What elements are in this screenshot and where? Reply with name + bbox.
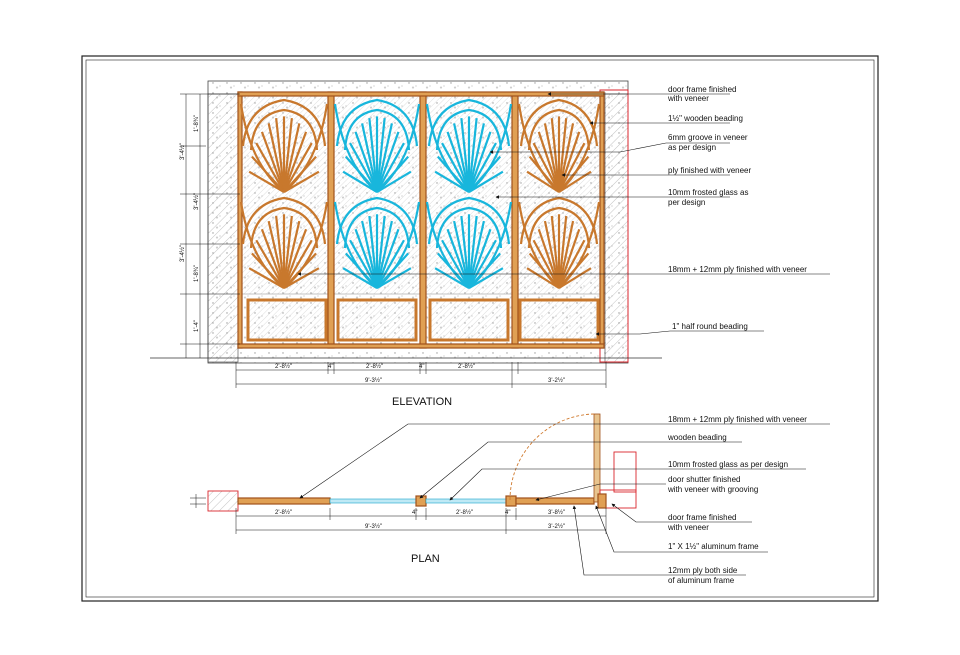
side-dim-1: 3'-4½" bbox=[179, 143, 186, 160]
sheet-border-inner bbox=[85, 59, 875, 598]
elevation-side-dimensions: 3'-4½" 1'-8¾" 3'-4½" 3'-4½" 1'-8¾" 1'-4" bbox=[179, 93, 240, 358]
plan-note-shutter-1: door shutter finished bbox=[668, 475, 741, 484]
elev-note-frame-1: door frame finished bbox=[668, 85, 736, 94]
plan-note-frame-1: door frame finished bbox=[668, 513, 736, 522]
side-dim-3: 3'-4½" bbox=[193, 193, 200, 210]
plan-dim-total: 9'-3½" bbox=[365, 523, 382, 530]
elev-dim-1: 2'-8½" bbox=[275, 363, 292, 370]
fan-panel-3-row-1 bbox=[425, 98, 513, 193]
elev-note-half-round: 1" half round beading bbox=[672, 322, 748, 331]
fan-panel-3-row-2 bbox=[425, 196, 513, 289]
plan-dim-2: 4" bbox=[412, 510, 417, 516]
elev-note-glass-1: 10mm frosted glass as bbox=[668, 188, 748, 197]
plan-title: PLAN bbox=[411, 553, 440, 565]
fan-panel-4-row-2 bbox=[517, 196, 601, 289]
right-wall-hatch bbox=[604, 93, 629, 363]
plan-note-glass: 10mm frosted glass as per design bbox=[668, 460, 788, 469]
elev-note-groove-1: 6mm groove in veneer bbox=[668, 133, 748, 142]
elev-note-glass-2: per design bbox=[668, 198, 705, 207]
plan-dimensions: 2'-8½" 4" 2'-8½" 4" 3'-8½" 9'-3½" 3'-2½" bbox=[235, 508, 607, 534]
elevation-dimensions: 2'-8½" 4" 2'-8½" 4" 2'-8½" 9'-3½" 3'-2½" bbox=[235, 362, 607, 388]
elevation-notes: door frame finished with veneer 1½" wood… bbox=[297, 85, 830, 336]
elev-dim-total: 9'-3½" bbox=[365, 377, 382, 384]
plan-door-leaf bbox=[593, 413, 601, 503]
fan-pattern bbox=[239, 98, 601, 289]
plan-note-12mm-1: 12mm ply both side bbox=[668, 566, 738, 575]
plan-dim-4: 4" bbox=[505, 510, 510, 516]
plan-door-frame bbox=[613, 451, 637, 493]
side-dim-5: 1'-8¾" bbox=[194, 265, 200, 282]
fan-panel-1-row-2 bbox=[239, 196, 329, 289]
plan-note-beading: wooden beading bbox=[667, 433, 727, 442]
plan-note-alu: 1" X 1½" aluminum frame bbox=[668, 542, 759, 551]
plan-note-shutter-2: with veneer with grooving bbox=[667, 485, 758, 494]
elev-dim-2: 4" bbox=[328, 364, 333, 370]
plan-left-wall bbox=[207, 490, 239, 512]
side-dim-2: 1'-8¾" bbox=[194, 115, 200, 132]
elevation-view bbox=[150, 80, 662, 364]
elevation-title: ELEVATION bbox=[392, 396, 452, 408]
fan-panel-4-row-1 bbox=[517, 98, 601, 193]
elev-note-beading: 1½" wooden beading bbox=[668, 114, 743, 123]
sheet-border-outer bbox=[81, 55, 879, 602]
side-dim-4: 3'-4½" bbox=[179, 245, 186, 262]
left-wall-hatch bbox=[207, 93, 239, 363]
fan-panel-2-row-2 bbox=[333, 196, 421, 289]
plan-dim-5: 3'-8½" bbox=[548, 509, 565, 516]
lower-panels bbox=[246, 298, 600, 342]
fan-panel-2-row-1 bbox=[333, 98, 421, 193]
plan-door-swing bbox=[509, 413, 595, 501]
plan-note-ply: 18mm + 12mm ply finished with veneer bbox=[668, 415, 807, 424]
elev-dim-3: 2'-8½" bbox=[366, 363, 383, 370]
elev-dim-5: 2'-8½" bbox=[458, 363, 475, 370]
plan-dim-door: 3'-2½" bbox=[548, 523, 565, 530]
elev-note-ply-18: 18mm + 12mm ply finished with veneer bbox=[668, 265, 807, 274]
plan-note-frame-2: with veneer bbox=[667, 523, 709, 532]
plan-note-12mm-2: of aluminum frame bbox=[668, 576, 735, 585]
plan-notes: 18mm + 12mm ply finished with veneer woo… bbox=[299, 415, 830, 585]
fan-panel-1-row-1 bbox=[239, 98, 329, 193]
elev-note-frame-2: with veneer bbox=[667, 94, 709, 103]
plan-dim-1: 2'-8½" bbox=[275, 509, 292, 516]
elev-note-groove-2: as per design bbox=[668, 143, 716, 152]
elev-dim-door: 3'-2½" bbox=[548, 377, 565, 384]
side-dim-6: 1'-4" bbox=[194, 320, 200, 332]
elev-dim-4: 4" bbox=[419, 364, 424, 370]
elev-note-ply: ply finished with veneer bbox=[668, 166, 751, 175]
plan-left-dim bbox=[190, 494, 206, 508]
plan-dim-3: 2'-8½" bbox=[456, 509, 473, 516]
plan-view bbox=[207, 413, 637, 512]
